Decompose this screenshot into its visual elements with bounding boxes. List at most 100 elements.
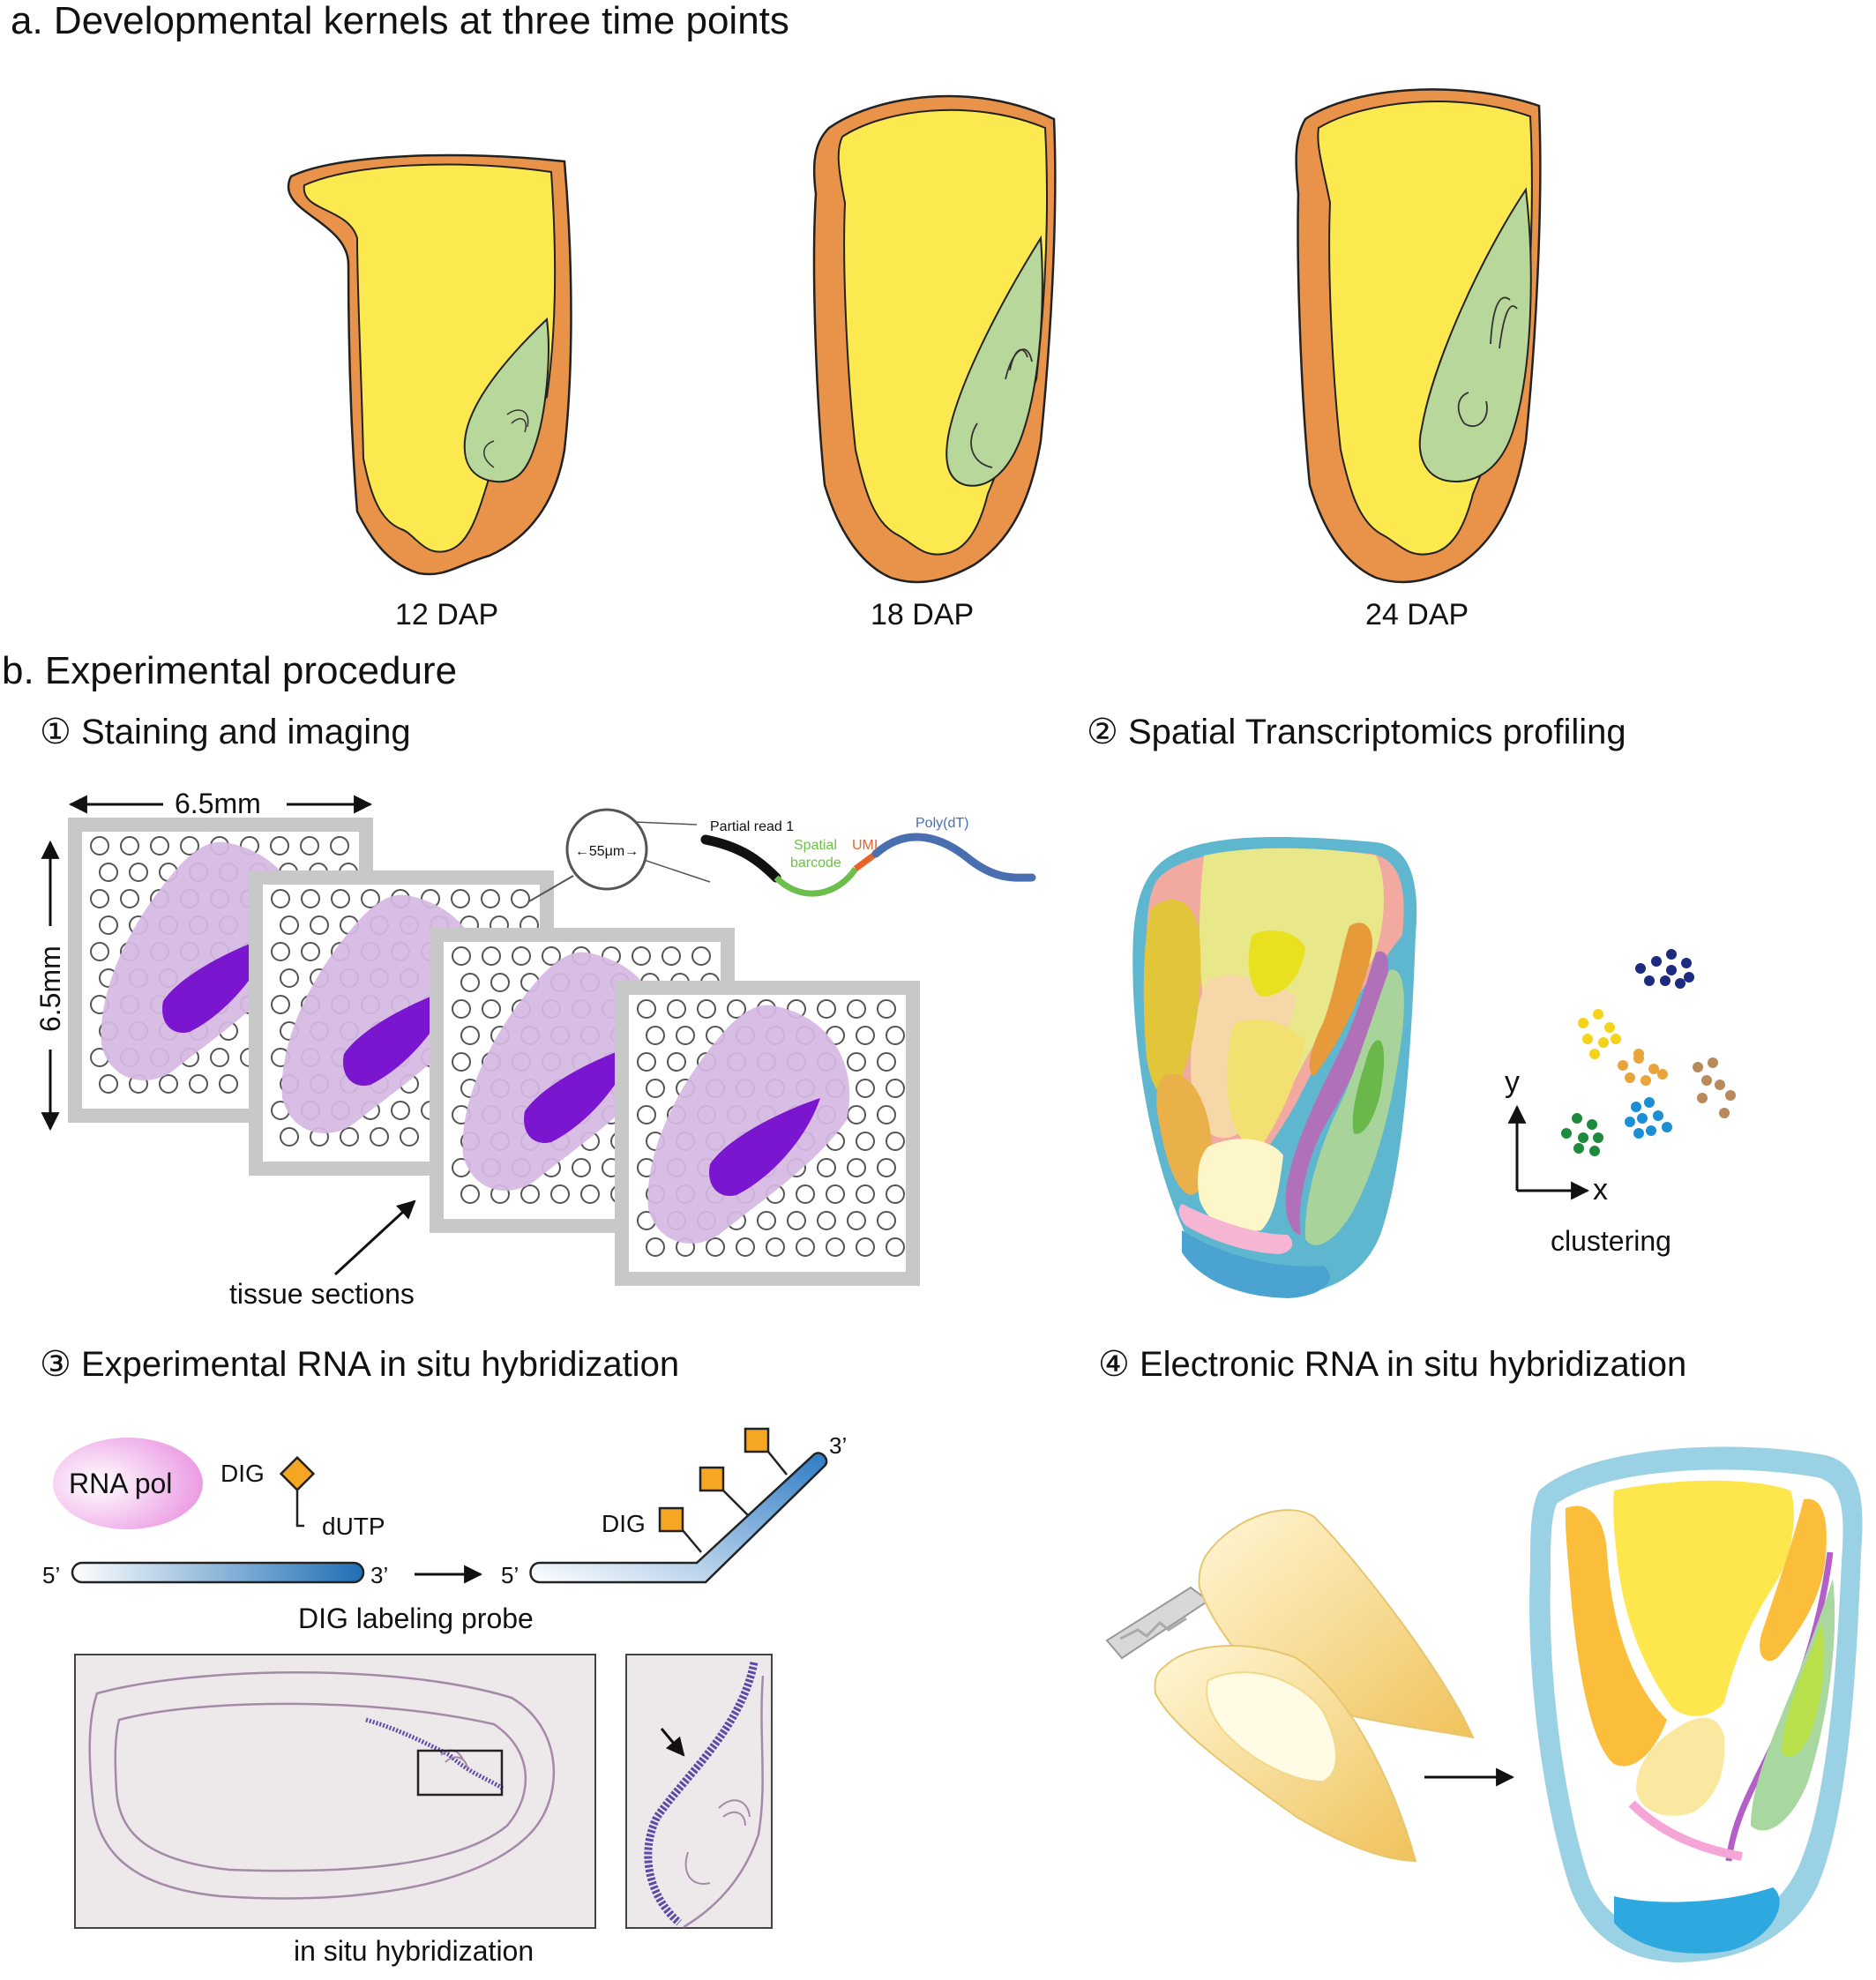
capture-well [330,836,349,856]
spot-magnifier [565,808,648,891]
zoom-box [416,1749,504,1797]
capture-well [331,889,350,908]
capture-well [637,999,656,1019]
capture-well [301,889,320,908]
ish-label: in situ hybridization [294,1935,534,1967]
capture-well [120,889,139,908]
capture-well [271,889,290,908]
cluster-dot [1633,1128,1644,1139]
capture-well [310,915,329,935]
height-label: 6.5mm [34,945,66,1032]
capture-well [270,836,289,856]
cluster-dot [1641,1075,1651,1086]
capture-well [301,942,320,961]
cluster-dot [1618,1060,1628,1071]
cluster-dot [1573,1143,1584,1154]
cluster-dot [1611,1034,1621,1044]
cluster-dot [1666,949,1677,960]
capture-well [886,1132,905,1151]
capture-well [667,1052,686,1072]
capture-well [90,942,109,961]
dutp-label: dUTP [322,1513,385,1540]
capture-well [542,946,561,966]
capture-well [826,1237,845,1257]
capture-well [482,946,501,966]
capture-well [460,973,480,992]
cluster-dot [1725,1090,1736,1101]
cluster-dot [1637,1113,1648,1124]
capture-well [159,1074,178,1094]
five-prime-label-2: 5’ [501,1562,519,1588]
capture-well [847,1052,866,1072]
spot-size-label: ←55μm→ [575,844,639,859]
ish-section-image [74,1654,596,1929]
capture-well [856,1026,875,1045]
capture-well [766,1237,785,1257]
kernel-18dap [812,94,1057,584]
capture-well [120,836,139,856]
capture-well [667,999,686,1019]
cluster-dot [1598,1037,1609,1048]
capture-well [511,889,530,908]
capture-well [796,1237,815,1257]
cluster-dot [1625,1072,1635,1083]
five-prime-label-1: 5’ [42,1562,60,1588]
capture-well [150,836,169,856]
dig-square-icon-3 [744,1427,770,1453]
capture-well [400,1127,419,1147]
clustering-label: clustering [1551,1225,1671,1257]
kernel-label-18dap: 18 DAP [871,598,974,631]
polydt-label: Poly(dT) [916,816,968,831]
cluster-dot [1572,1113,1582,1124]
cluster-dot [1666,965,1677,975]
cluster-dot [1646,1125,1656,1136]
rna-pol-blob [53,1438,203,1529]
capture-well [877,1211,896,1230]
tissue-sections-arrow [333,1199,416,1276]
capture-well [847,1211,866,1230]
cluster-dot [1644,1097,1655,1108]
cluster-dot [1593,1009,1603,1020]
capture-well [632,946,651,966]
cluster-dot [1625,1117,1635,1127]
stained-embryo [524,1045,635,1143]
probe-label: DIG labeling probe [298,1603,534,1634]
cluster-dot [1578,1018,1588,1028]
capture-well [280,1127,299,1147]
capture-well [646,1237,665,1257]
ish-zoom-image [625,1654,773,1929]
capture-slide [615,981,920,1286]
capture-well [796,1184,815,1204]
cluster-dot [1660,975,1670,986]
cluster-dot [1693,1062,1703,1072]
tissue-sections-label: tissue sections [229,1278,415,1310]
capture-well [886,1079,905,1098]
stained-embryo [709,1098,820,1196]
cluster-dot [1582,1034,1593,1044]
capture-well [460,1026,480,1045]
capture-well [817,1211,836,1230]
spatial-label: Spatial [794,838,837,853]
capture-well [391,1101,410,1120]
cluster-dot [1681,958,1692,968]
cluster-dot [1644,975,1655,986]
capture-well [637,1052,656,1072]
capture-well [826,1184,845,1204]
cluster-dot [1651,956,1662,967]
panel-a-title: a. Developmental kernels at three time p… [11,0,789,42]
kernel-label-24dap: 24 DAP [1365,598,1469,631]
capture-well [676,1026,695,1045]
step1-title: ① Staining and imaging [40,713,411,751]
panel-b-title: b. Experimental procedure [2,649,457,692]
signal-arrow [660,1728,685,1757]
capture-slides [68,818,920,1286]
dig-label-attached: DIG [602,1510,646,1537]
capture-well [580,1184,600,1204]
cluster-dot [1648,1064,1659,1074]
tissue-section [462,952,665,1191]
capture-well [572,1158,591,1177]
capture-well [460,1184,480,1204]
capture-well [189,1074,208,1094]
capture-well [452,946,471,966]
capture-well [90,836,109,856]
